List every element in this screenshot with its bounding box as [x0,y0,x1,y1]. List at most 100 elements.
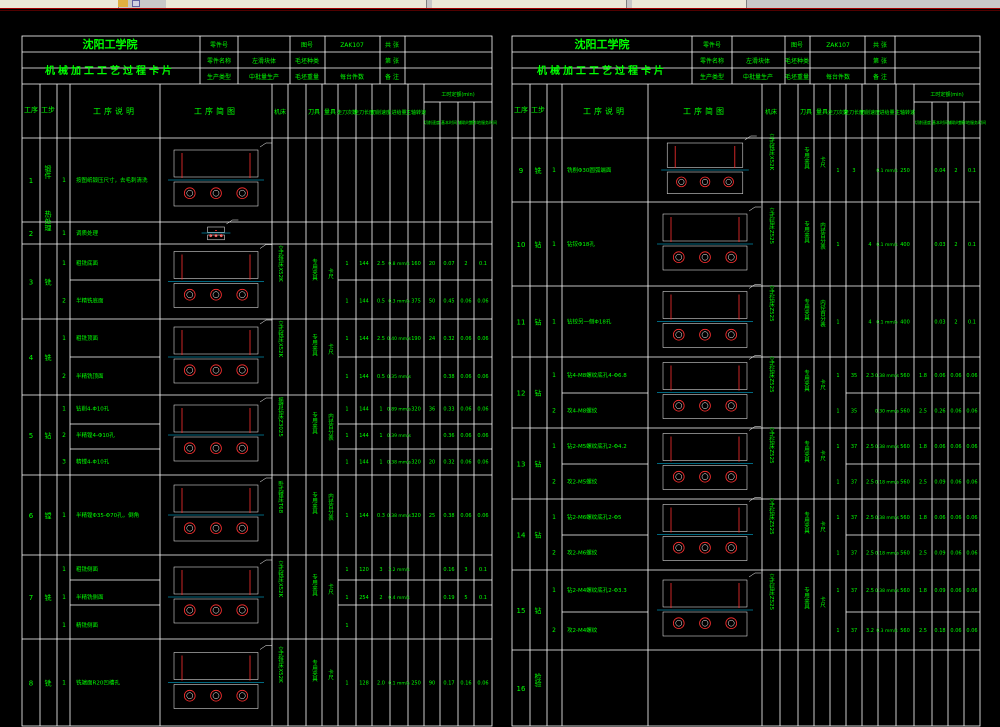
step-parameter: 37 [851,588,857,594]
toolbar-segment[interactable] [0,0,126,8]
step-parameter: 20 [429,460,435,466]
step-number: 1 [62,680,66,687]
sketch-hole [186,606,193,614]
sketch-hole [183,604,196,616]
step-parameter: 0.06 [966,408,977,414]
process-number: 12 [517,390,526,398]
part-name-label: 零件名称 [207,57,231,65]
machine-tool: 立式铣床X52K [277,645,284,683]
step-parameter: 2.5 [919,408,927,414]
step-parameter: 2.5 [919,550,927,556]
sketch-outline [173,652,259,680]
process-name: 铣 [45,278,52,287]
col-proc-header: 工序 [24,105,38,114]
folder-icon[interactable] [120,0,128,7]
step-parameter: 0.1 mm/s [876,168,898,174]
sketch-hole [210,442,222,455]
step-parameter: 0.06 [477,374,488,380]
process-number: 16 [517,685,526,693]
step-parameter: 400 [900,320,910,326]
step-parameter: 0.06 [966,444,977,450]
sketch-hole [239,524,246,532]
step-parameter: 0.1 mm/s [876,242,898,248]
sketch-outline [662,213,748,242]
step-parameter: 0.09 [934,550,945,556]
step-parameter: 37 [851,444,857,450]
roughness-symbol [744,135,757,141]
measuring-tool: 卡尺 [819,520,826,534]
step-parameter: 1.8 [919,444,927,450]
col-tool-header: 刀具 [800,109,812,116]
cad-drawing-canvas[interactable]: 沈阳工学院 机械加工工艺过程卡片 零件号 图号 ZAK107 共 张 零件名称 … [0,12,1000,727]
sketch-hole [220,234,223,237]
step-description: 半精铣顶面 [76,372,104,380]
school-name: 沈阳工学院 [83,37,138,51]
step-parameter: 0.06 [477,406,488,412]
step-parameter: 0.38 mm/s [875,515,900,521]
step-parameter: 1 [345,681,348,687]
step-number: 2 [62,432,66,439]
step-parameter: 0.06 [950,550,961,556]
fixture: 专用夹具 [311,257,318,282]
step-parameter: 35 [851,373,857,379]
toolbar-combo-3[interactable] [632,0,747,8]
step-description: 钻2-M6螺纹底孔2-Φ5 [567,513,622,521]
machine-tool: 立式铣床X52K [768,133,775,171]
step-parameter: 0.38 mm/s [875,373,900,379]
step-parameter: 37 [851,628,857,634]
settings-icon[interactable] [132,0,140,7]
step-parameter: 0.1 mm/s [876,320,898,326]
step-parameter: 3.2 mm/s [388,567,410,573]
sketch-outline [662,504,748,532]
step-parameter: 0.1 [968,320,976,326]
col-tool-header: 刀具 [308,109,320,116]
step-number: 1 [62,622,66,629]
step-parameter: 0.03 [934,320,945,326]
roughness-symbol [259,244,272,249]
blank-type-label: 毛坯种类 [295,57,319,65]
step-parameter: 1 [836,515,839,521]
step-number: 1 [552,443,556,450]
step-parameter: 2.5 [866,588,874,594]
sketch-outline [173,484,259,513]
roughness-symbol [748,426,761,431]
sketch-outline [173,436,259,462]
drawing-no-label: 图号 [301,42,313,49]
step-number: 1 [62,512,66,519]
step-parameter: 0.1 [479,261,487,267]
sketch-outline [173,283,259,308]
sketch-hole [675,473,682,480]
step-parameter: 2.5 [919,628,927,634]
toolbar-combo-2[interactable] [432,0,627,8]
step-parameter: 1 [345,374,348,380]
step-parameter: 0.38 [443,513,454,519]
sketch-outline [173,598,259,624]
sketch-outline [173,149,259,178]
step-description: 攻2-M4螺纹 [567,626,598,634]
step-parameter: 0.06 [934,373,945,379]
fixture: 专用夹具 [803,146,810,171]
step-parameter: 2 [464,261,467,267]
sketch-hole [701,253,709,261]
step-parameter: 0.38 [443,374,454,380]
blank-weight-label: 毛坯重量 [295,73,319,81]
step-parameter: 1 [836,479,839,485]
step-parameter: 25 [429,513,435,519]
step-number: 2 [62,297,66,304]
step-parameter: 0.16 [443,567,454,573]
step-parameter: 1 [345,513,348,519]
col-length-header: 走刀长度 [354,109,374,116]
step-parameter: 1 [345,595,348,601]
step-parameter: 0.06 [460,298,471,304]
sketch-hole [183,442,196,455]
sketch-hole [699,176,711,188]
step-description: 精铣侧面 [76,621,99,629]
process-name: 检验 [534,672,542,688]
machine-tool: 立式钻床Z525 [768,355,775,393]
sketch-hole [210,288,222,301]
step-parameter: 1 [836,444,839,450]
step-parameter: 144 [359,298,369,304]
measuring-tool: 卡尺 [327,582,334,596]
toolbar-combo-1[interactable] [166,0,427,8]
measuring-tool: 内径百分表 [819,221,826,251]
